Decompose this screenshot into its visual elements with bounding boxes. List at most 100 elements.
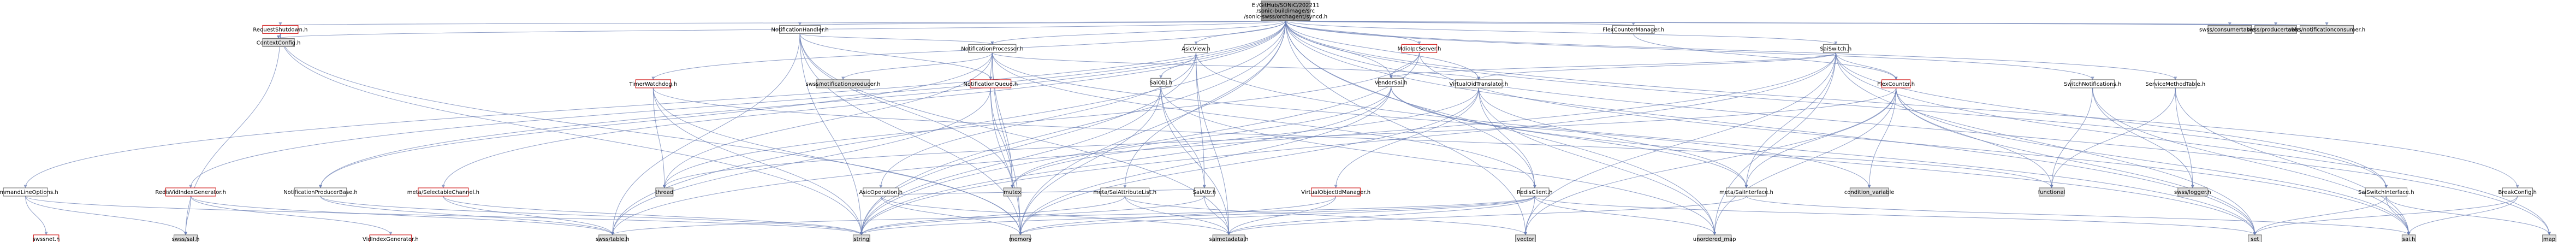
node-label: NotificationProcessor.h [961,46,1023,52]
node-root[interactable]: E:/GitHub/SONiC/202211/sonic-buildimage/… [1244,1,1327,21]
node-label: string [853,237,869,242]
edge-redisvidindexgenerator-to-swss_sal [184,196,191,235]
node-memory: memory [1009,234,1032,242]
node-breakconfig[interactable]: BreakConfig.h [2498,187,2537,197]
node-box [2207,25,2252,34]
node-box [1401,44,1438,53]
edge-saiswitch-to-vector [1524,52,1836,235]
edge-flexcounter-to-vector [1524,87,1897,235]
node-box [1455,79,1503,88]
edge-flexcounter-to-meta_saiinterface [1744,87,1897,188]
node-virtualobjectidmanager[interactable]: VirtualObjectIdManager.h [1301,187,1370,197]
node-saimetadata: saimetadata.h [1209,234,1249,242]
node-meta_saiattributelist[interactable]: meta/SaiAttributeList.h [1093,187,1156,197]
node-requestshutdown[interactable]: RequestShutdown.h [253,25,308,34]
node-redisclient[interactable]: RedisClient.h [1517,187,1553,197]
node-swss_notificationproducer: swss/notificationproducer.h [806,79,880,88]
edge-flexcountermanager-to-flexcounter [1633,33,1898,80]
node-box [863,187,899,197]
edge-notificationproducerbase-to-swss_table [320,196,614,235]
node-label: AsicView.h [1182,46,1210,52]
node-sai: sai.h [2401,234,2416,242]
node-label: meta/SelectableChannel.h [407,190,479,196]
edge-redisclient-to-memory [1018,196,1535,235]
edge-mdioipcserver-to-sai [1419,52,2411,235]
node-map: map [2542,234,2556,242]
node-box [165,187,216,197]
edge-notificationhandler-to-notificationprocessor [799,33,994,45]
edge-meta_saiattributelist-to-vector [1124,196,1527,235]
node-asicview[interactable]: AsicView.h [1182,44,1210,53]
node-label: SwitchNotifications.h [2064,81,2121,87]
edge-virtualoidtranslator-to-meta_saiinterface [1478,87,1748,188]
node-label: map [2543,237,2555,242]
edge-vendorsai-to-mutex [1011,86,1392,188]
node-timerwatchdog[interactable]: TimerWatchdog.h [628,79,677,88]
node-saiswitchinterface[interactable]: SaiSwitchInterface.h [2358,187,2414,197]
node-meta_saiinterface[interactable]: meta/SaiInterface.h [1719,187,1773,197]
node-label: swssnet.h [33,237,60,242]
edge-saiobj-to-saimetadata [1160,86,1231,235]
node-flexcountermanager[interactable]: FlexCounterManager.h [1602,25,1664,34]
node-meta_selectablechannel[interactable]: meta/SelectableChannel.h [407,187,479,197]
node-mdioipcserver[interactable]: MdioIpcServer.h [1397,44,1441,53]
node-condition_variable: condition_variable [1844,187,1894,197]
edge-notificationprocessor-to-swss_notificationproducer [841,52,993,80]
edge-root-to-saiswitchinterface [1285,20,2388,188]
node-servicemethodtable[interactable]: ServiceMethodTable.h [2145,79,2205,88]
edge-redisclient-to-unordered_map [1534,196,1717,235]
node-vidindexgenerator[interactable]: VidIndexGenerator.h [363,234,419,242]
node-asicoperation[interactable]: AsicOperation.h [859,187,903,197]
node-box [968,44,1017,53]
node-notificationprocessor[interactable]: NotificationProcessor.h [961,44,1023,53]
node-box [1150,78,1172,87]
edge-vendorsai-to-string [859,86,1392,235]
node-box [635,79,672,88]
edge-root-to-meta_selectablechannel [441,20,1286,188]
edge-root-to-vendorsai [1285,20,1393,79]
node-switchnotifications[interactable]: SwitchNotifications.h [2064,79,2121,88]
node-box [1520,187,1550,197]
edge-vendorsai-to-meta_saiinterface [1391,86,1748,188]
node-label: vector [1517,237,1535,242]
edge-saiswitch-to-virtualoidtranslator [1477,52,1836,80]
edge-notificationprocessor-to-mutex [992,52,1014,188]
node-box [852,234,870,242]
node-flexcounter[interactable]: FlexCounter.h [1877,79,1915,88]
node-redisvidindexgenerator[interactable]: RedisVidIndexGenerator.h [155,187,226,197]
node-commandlineoptions[interactable]: CommandLineOptions.h [0,187,58,197]
node-vendorsai[interactable]: VendorSai.h [1375,78,1408,87]
node-swss_table: swss/table.h [596,234,630,242]
edge-notificationprocessor-to-virtualoidtranslator [992,52,1481,80]
edge-virtualoidtranslator-to-mutex [1011,87,1479,188]
node-box [262,38,295,47]
node-virtualoidtranslator[interactable]: VirtualOidTranslator.h [1449,79,1508,88]
node-swss_logger: swss/logger.h [2174,187,2211,197]
edge-saiswitch-to-map [1835,52,2551,235]
edge-notificationhandler-to-saimetadata [799,33,1231,235]
node-saiobj[interactable]: SaiObj.h [1149,78,1172,87]
node-saiattr[interactable]: SaiAttr.h [1193,187,1216,197]
node-box [1726,187,1767,197]
edge-requestshutdown-to-string [280,33,863,235]
edge-root-to-swss_notificationconsumer [1285,20,2328,26]
edge-root-to-flexcountermanager [1285,20,1635,26]
node-notificationproducerbase[interactable]: NotificationProducerBase.h [283,187,358,197]
node-box [1100,187,1150,197]
edge-redisclient-to-string [859,196,1535,235]
node-box [33,234,60,242]
node-swssnet[interactable]: swssnet.h [33,234,60,242]
node-notificationhandler[interactable]: NotificationHandler.h [771,25,829,34]
edge-flexcounter-to-sai [1896,87,2411,235]
node-mutex: mutex [1003,187,1022,197]
node-saiswitch[interactable]: SaiSwitch.h [1820,44,1851,53]
node-notificationqueue[interactable]: NotificationQueue.h [963,79,1018,88]
edge-saiswitch-to-flexcounter [1835,52,1898,80]
node-label: E:/GitHub/SONiC/202211 [1252,3,1320,9]
node-thread: thread [655,187,674,197]
edge-meta_selectablechannel-to-string [443,196,863,235]
edge-notificationqueue-to-mutex [990,87,1014,188]
edge-saiswitch-to-vendorsai [1389,52,1836,79]
edge-saiswitchinterface-to-set [2253,196,2387,235]
edge-notificationqueue-to-swss_table [610,87,991,235]
